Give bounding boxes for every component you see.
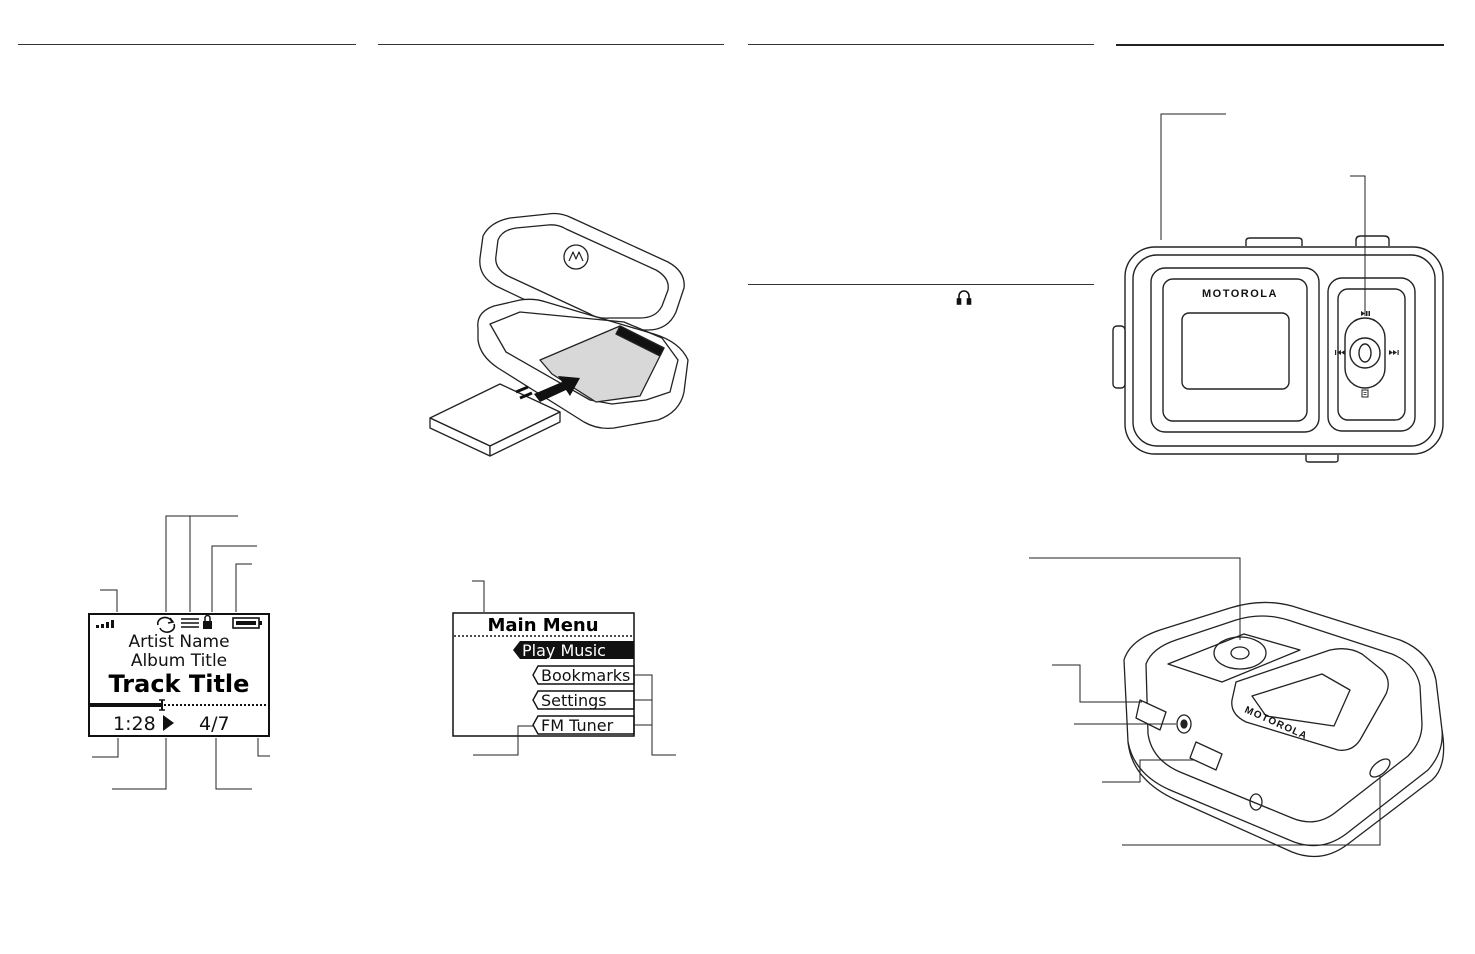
artist-name: Artist Name xyxy=(128,632,229,652)
section-rule-headphones xyxy=(748,284,1094,285)
device-angled-callouts xyxy=(1029,557,1381,846)
column-rule-3 xyxy=(748,44,1094,45)
track-position: 4/7 xyxy=(199,713,230,735)
device-front-buttons xyxy=(1335,311,1399,398)
column-rule-4 xyxy=(1116,44,1444,46)
elapsed-time: 1:28 xyxy=(113,713,156,735)
next-track-icon xyxy=(1389,350,1399,355)
main-menu-callouts xyxy=(472,580,676,756)
signal-strength-icon xyxy=(96,620,114,628)
device-front-callouts xyxy=(1160,113,1366,316)
track-title: Track Title xyxy=(109,670,250,698)
progress-bar xyxy=(90,699,268,711)
main-menu-title: Main Menu xyxy=(487,615,598,636)
device-front-view xyxy=(1112,235,1444,463)
shuffle-list-icon xyxy=(181,618,199,628)
repeat-icon xyxy=(156,616,176,633)
menu-item-play-music-highlight xyxy=(513,641,634,659)
album-title: Album Title xyxy=(131,651,227,671)
now-playing-screen: Artist Name Album Title Track Title 1:28… xyxy=(88,613,270,737)
device-angled-view xyxy=(1123,601,1445,858)
lock-icon xyxy=(203,614,212,629)
now-playing-callouts xyxy=(92,515,270,790)
battery-insertion-illustration xyxy=(429,212,689,457)
menu-item-fm-tuner[interactable]: FM Tuner xyxy=(541,716,614,735)
menu-item-settings[interactable]: Settings xyxy=(541,691,607,710)
play-icon xyxy=(163,715,174,731)
menu-item-play-music[interactable]: Play Music xyxy=(522,641,606,660)
headphone-icon xyxy=(956,290,972,305)
column-rule-1 xyxy=(18,44,356,45)
menu-item-bookmarks[interactable]: Bookmarks xyxy=(541,666,630,685)
device-brand-front: MOTOROLA xyxy=(1202,288,1278,300)
battery-icon xyxy=(232,617,262,629)
play-pause-icon xyxy=(1361,311,1370,316)
menu-icon xyxy=(1361,389,1369,398)
column-rule-2 xyxy=(378,44,724,45)
main-menu-screen: Main Menu Play Music Bookmarks Settings … xyxy=(452,612,635,737)
previous-track-icon xyxy=(1335,350,1345,355)
